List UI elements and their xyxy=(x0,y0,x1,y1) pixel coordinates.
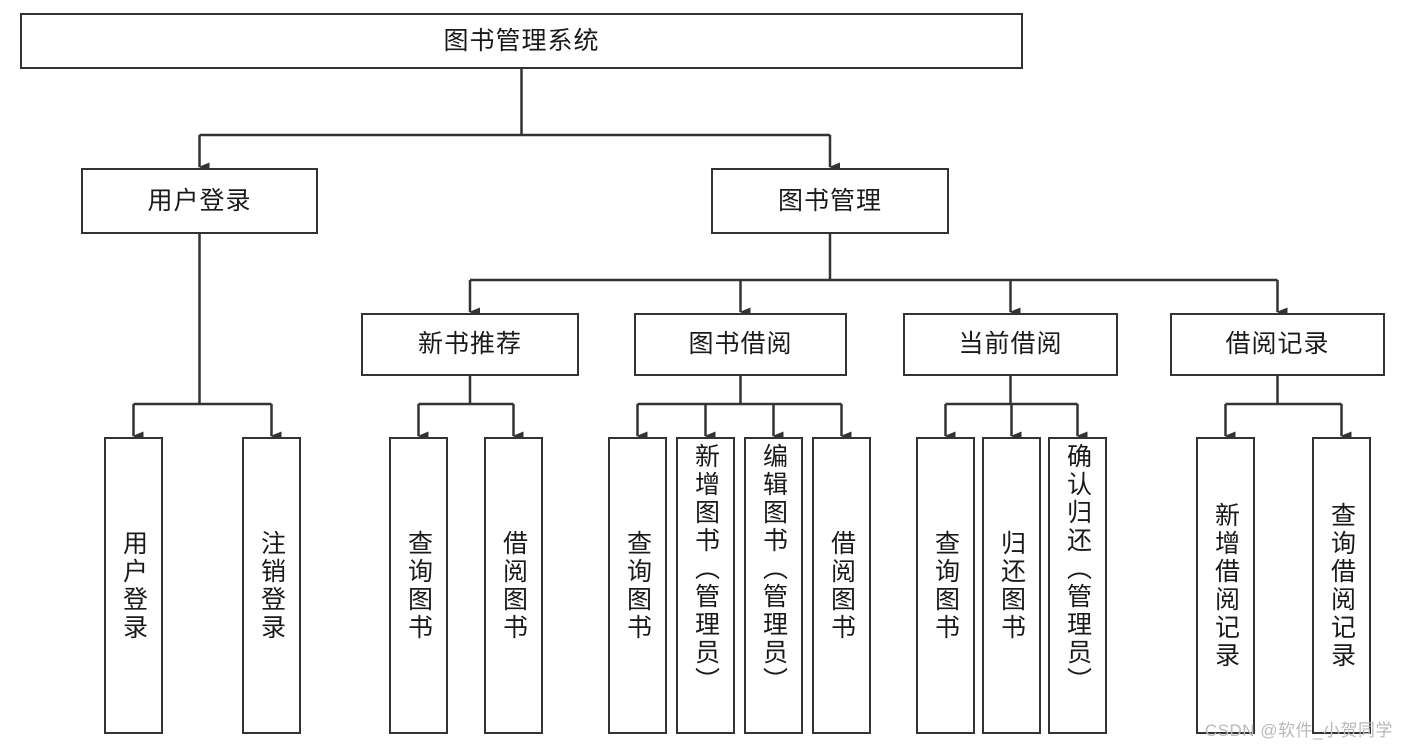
node-user_login[interactable]: 用户登录 xyxy=(81,168,318,234)
node-leaf_add_rec[interactable]: 新增借阅记录 xyxy=(1196,437,1255,734)
node-label: 用户登录 xyxy=(119,529,148,642)
node-label: 图书管理系统 xyxy=(443,26,600,55)
node-leaf_conf_ret[interactable]: 确认归还（管理员） xyxy=(1048,437,1107,734)
node-label: 借阅图书 xyxy=(827,529,856,642)
node-label: 查询图书 xyxy=(623,529,652,642)
node-label: 新增图书（管理员） xyxy=(691,443,720,695)
node-leaf_return[interactable]: 归还图书 xyxy=(982,437,1041,734)
node-leaf_q_book_1[interactable]: 查询图书 xyxy=(389,437,448,734)
node-label: 查询借阅记录 xyxy=(1327,501,1356,670)
node-root[interactable]: 图书管理系统 xyxy=(20,13,1023,69)
node-label: 图书管理 xyxy=(777,186,882,215)
node-leaf_q_book_2[interactable]: 查询图书 xyxy=(608,437,667,734)
node-leaf_add_book[interactable]: 新增图书（管理员） xyxy=(676,437,735,734)
node-label: 查询图书 xyxy=(404,529,433,642)
node-label: 新书推荐 xyxy=(417,330,522,359)
node-label: 图书借阅 xyxy=(688,330,793,359)
node-leaf_q_book_3[interactable]: 查询图书 xyxy=(916,437,975,734)
node-label: 用户登录 xyxy=(147,186,252,215)
node-label: 编辑图书（管理员） xyxy=(759,443,788,695)
node-leaf_edit_book[interactable]: 编辑图书（管理员） xyxy=(744,437,803,734)
node-book_mgmt[interactable]: 图书管理 xyxy=(711,168,949,234)
node-label: 借阅图书 xyxy=(499,529,528,642)
node-label: 确认归还（管理员） xyxy=(1063,443,1092,695)
node-new_book_rec[interactable]: 新书推荐 xyxy=(361,313,579,376)
node-label: 查询图书 xyxy=(931,529,960,642)
node-leaf_borrow_1[interactable]: 借阅图书 xyxy=(484,437,543,734)
node-borrow_record[interactable]: 借阅记录 xyxy=(1170,313,1385,376)
node-leaf_user_login[interactable]: 用户登录 xyxy=(104,437,163,734)
node-label: 注销登录 xyxy=(257,529,286,642)
node-label: 借阅记录 xyxy=(1225,330,1330,359)
node-leaf_borrow_2[interactable]: 借阅图书 xyxy=(812,437,871,734)
node-current_borrow[interactable]: 当前借阅 xyxy=(903,313,1118,376)
node-leaf_q_rec[interactable]: 查询借阅记录 xyxy=(1312,437,1371,734)
node-label: 归还图书 xyxy=(997,529,1026,642)
watermark: CSDN @软件_小贺同学 xyxy=(1204,721,1393,740)
node-label: 新增借阅记录 xyxy=(1211,501,1240,670)
node-label: 当前借阅 xyxy=(958,330,1063,359)
node-book_borrow[interactable]: 图书借阅 xyxy=(634,313,847,376)
node-leaf_logout[interactable]: 注销登录 xyxy=(242,437,301,734)
